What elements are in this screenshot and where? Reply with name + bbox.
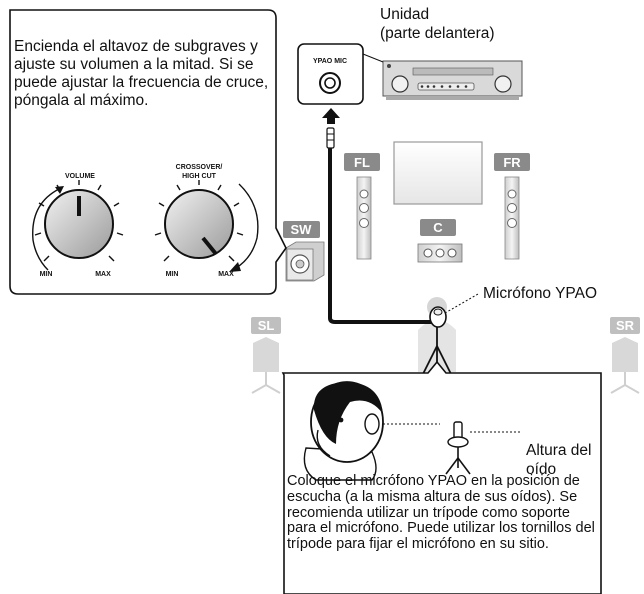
crossover-title-1: CROSSOVER/ [176,164,223,171]
mic-label: Micrófono YPAO [483,285,598,302]
ear-height-label: Altura del oído [526,442,592,478]
plug-arrow [322,108,340,149]
jack-label: YPAO MIC [313,58,347,65]
crossover-knob: CROSSOVER/ HIGH CUT MIN MAX [154,164,259,278]
crossover-title-2: HIGH CUT [182,173,217,180]
unit-subtitle: (parte delantera) [380,25,495,42]
tv-screen [393,141,483,205]
crossover-min: MIN [166,271,179,278]
crossover-max: MAX [218,271,234,278]
ypao-mic-jack-callout: YPAO MIC [297,43,384,105]
ear-height-mic [383,421,522,475]
mic-label-leader [444,293,479,314]
badge-c-label: C [433,220,443,235]
speaker-sr: SR [610,317,640,394]
badge-fl-label: FL [354,155,370,170]
speaker-sw: SW [283,221,325,282]
av-receiver [382,60,523,100]
speaker-c: C [417,219,463,263]
volume-title: VOLUME [65,173,95,180]
ypao-microphone [429,306,447,328]
speaker-fr: FR [494,153,530,260]
volume-max: MAX [95,271,111,278]
badge-sl-label: SL [258,318,275,333]
volume-min: MIN [40,271,53,278]
volume-knob: VOLUME MIN MAX [32,173,124,278]
subwoofer-instruction: Encienda el altavoz de subgraves y ajust… [14,38,269,109]
badge-fr-label: FR [503,155,521,170]
placement-instruction: Coloque el micrófono YPAO en la posición… [287,473,595,553]
person-illustration [303,381,384,481]
mic-cable [328,148,432,324]
unit-title: Unidad [380,6,430,23]
speaker-sl: SL [251,317,281,394]
speaker-fl: FL [344,153,380,260]
badge-sr-label: SR [616,318,635,333]
badge-sw-label: SW [291,222,313,237]
